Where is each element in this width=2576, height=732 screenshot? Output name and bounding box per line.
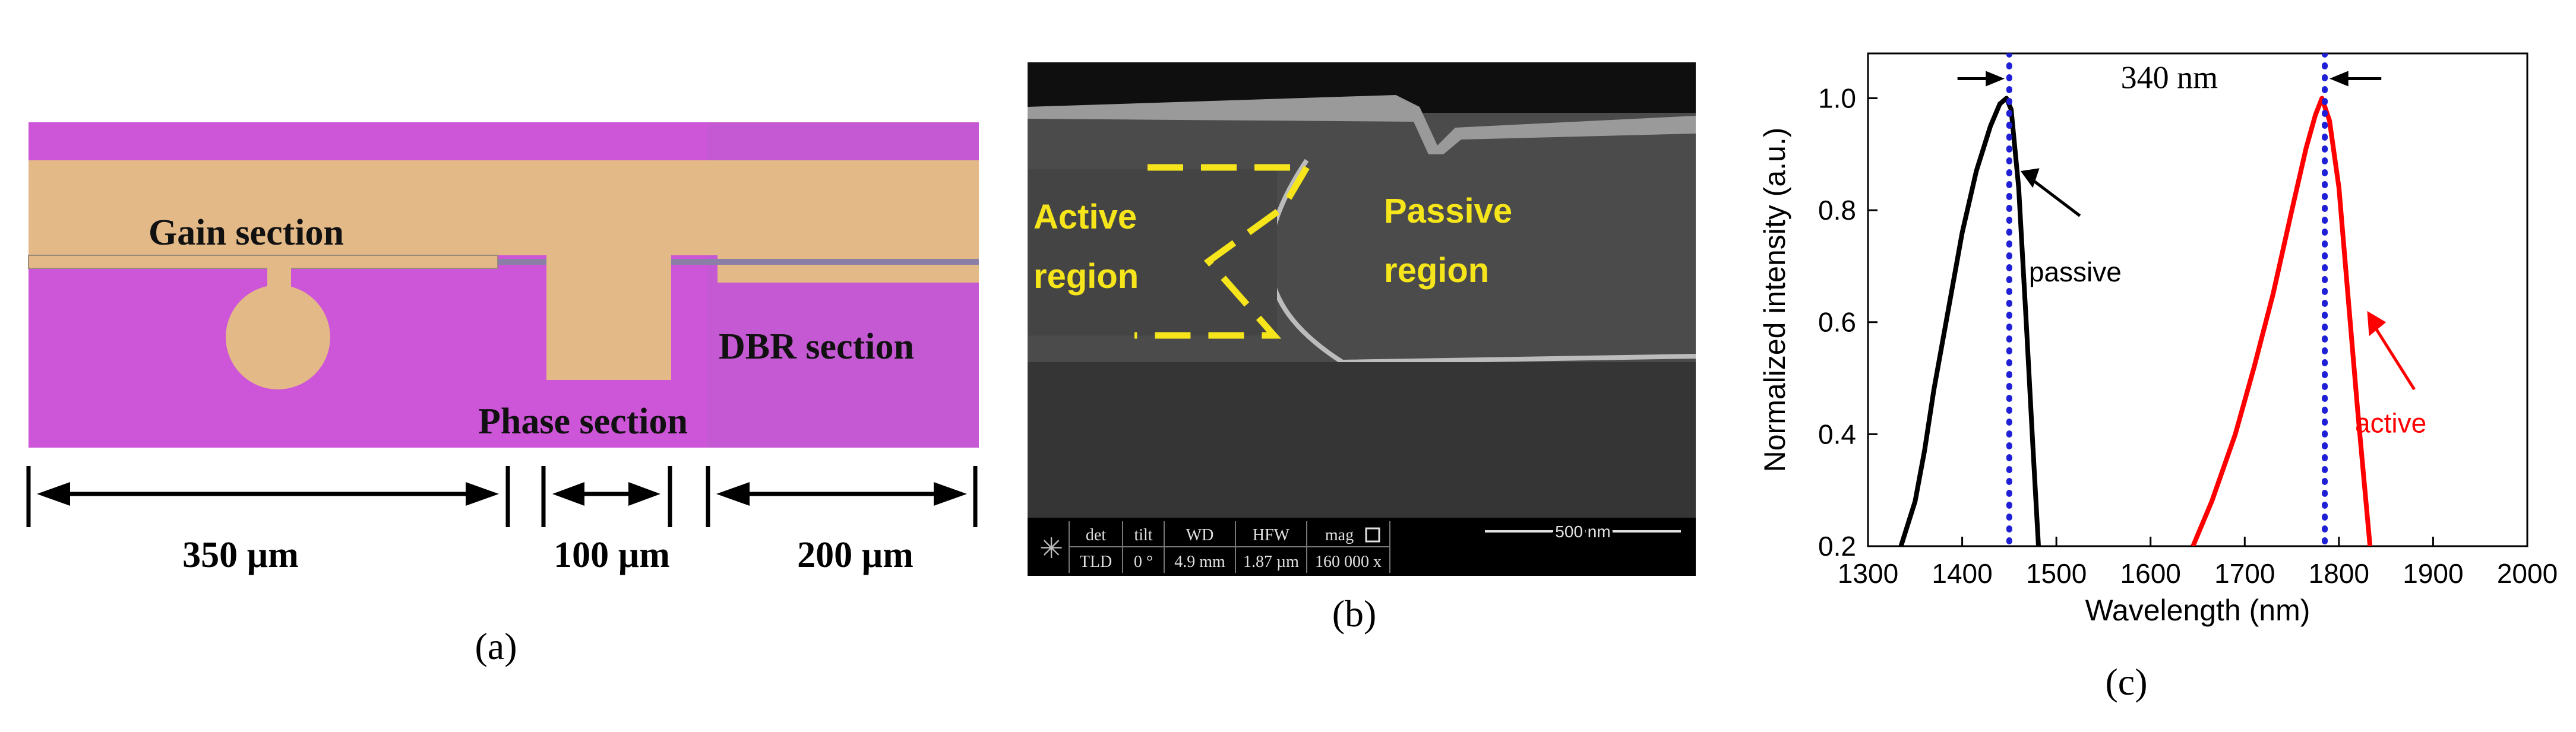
dbr-section-label: DBR section: [719, 327, 914, 367]
plot-frame: [1867, 52, 2528, 547]
info-value-det: TLD: [1080, 553, 1112, 571]
y-tick-label: 1.0: [1818, 83, 1856, 113]
annotation-0: 340 nm: [2121, 59, 2218, 95]
x-tick-label: 1500: [2026, 558, 2087, 589]
x-tick-label: 2000: [2497, 558, 2558, 589]
caption-b: (b): [1332, 592, 1377, 635]
panel-b-figure: Active region Passive region ✳ det tilt …: [1028, 62, 1696, 635]
info-header-hfw: HFW: [1253, 526, 1290, 544]
series-active-line: [2191, 96, 2373, 546]
info-value-wd: 4.9 mm: [1174, 553, 1225, 571]
annotation-1: passive: [2029, 256, 2122, 287]
caption-c: (c): [2105, 661, 2147, 703]
phase-pad: [546, 253, 671, 380]
info-value-mag: 160 000 x: [1315, 553, 1382, 571]
caption-a: (a): [475, 625, 517, 667]
passive-region-label-2: region: [1384, 251, 1489, 290]
spectrum-chart: 1300 1400 1500 1600 1700 1800 1900 2000 0.2 0.4 0.…: [1758, 52, 2558, 703]
dimension-gain: 350 µm: [182, 535, 299, 575]
passive-region-label-1: Passive: [1384, 192, 1512, 230]
dimension-phase: 100 µm: [554, 535, 670, 575]
y-tick-label: 0.6: [1818, 307, 1856, 338]
dbr-bottom-metal: [718, 265, 979, 283]
info-value-hfw: 1.87 µm: [1243, 553, 1299, 571]
width-arrow-left-head: [1986, 71, 2005, 87]
panel-c: 1300 1400 1500 1600 1700 1800 1900 2000 0.2 0.4 0.…: [1722, 0, 2576, 729]
x-tick-label: 1800: [2309, 558, 2369, 589]
dbr-metal: [718, 205, 979, 259]
y-tick-label: 0.8: [1818, 195, 1856, 226]
sem-info-bar: ✳ det tilt WD HFW mag TLD 0 ° 4.9 mm 1.8…: [1028, 518, 1696, 576]
x-tick-label: 1900: [2403, 558, 2463, 589]
active-region-label-1: Active: [1033, 198, 1137, 236]
top-metal-stripe: [29, 160, 979, 205]
info-header-mag: mag: [1325, 526, 1354, 544]
mag-box-icon: [1365, 527, 1380, 543]
active-callout-shaft: [2370, 321, 2416, 391]
dimension-markers: [26, 466, 978, 527]
y-tick-label: 0.4: [1818, 419, 1856, 449]
y-tick-label: 0.2: [1818, 531, 1856, 562]
phase-section-label: Phase section: [478, 401, 688, 442]
sem-logo-icon: ✳: [1039, 533, 1063, 565]
sem-active-layer: [1028, 169, 1277, 335]
x-axis-label: Wavelength (nm): [2085, 594, 2311, 627]
active-region-label-2: region: [1033, 257, 1139, 296]
passive-callout-head: [2020, 168, 2040, 188]
sem-passive-top-surface: [1028, 95, 1696, 154]
info-header-det: det: [1086, 526, 1106, 544]
x-tick-label: 1700: [2214, 558, 2275, 589]
x-tick-label: 1600: [2120, 558, 2181, 589]
panel-b: Active region Passive region ✳ det tilt …: [1010, 0, 1722, 729]
waveguide: [29, 259, 979, 265]
x-tick-label: 1400: [1932, 558, 1992, 589]
active-region-outline: [1134, 164, 1310, 339]
gain-metal: [29, 205, 718, 255]
info-value-tilt: 0 °: [1134, 553, 1153, 571]
y-axis-label: Normalized intensity (a.u.): [1758, 128, 1791, 473]
panel-a: Gain section DBR section Phase section 3…: [0, 0, 1010, 729]
sem-substrate: [1028, 362, 1696, 518]
scale-bar-label: 500 nm: [1555, 522, 1610, 541]
gain-pad: [226, 285, 330, 389]
x-tick-label: 1300: [1838, 558, 1898, 589]
info-header-wd: WD: [1186, 526, 1214, 544]
width-arrow-right-head: [2330, 71, 2349, 87]
gain-waveguide-metal: [28, 255, 498, 269]
dimension-dbr: 200 µm: [797, 535, 914, 575]
passive-callout-shaft: [2027, 175, 2081, 217]
panel-a-figure: Gain section DBR section Phase section 3…: [26, 122, 979, 667]
info-header-tilt: tilt: [1134, 526, 1152, 544]
series-group: [1898, 53, 2373, 546]
annotation-2: active: [2355, 408, 2426, 439]
series-passive-line: [1898, 96, 2041, 546]
gain-section-label: Gain section: [148, 213, 344, 253]
active-callout-head: [2367, 310, 2387, 337]
